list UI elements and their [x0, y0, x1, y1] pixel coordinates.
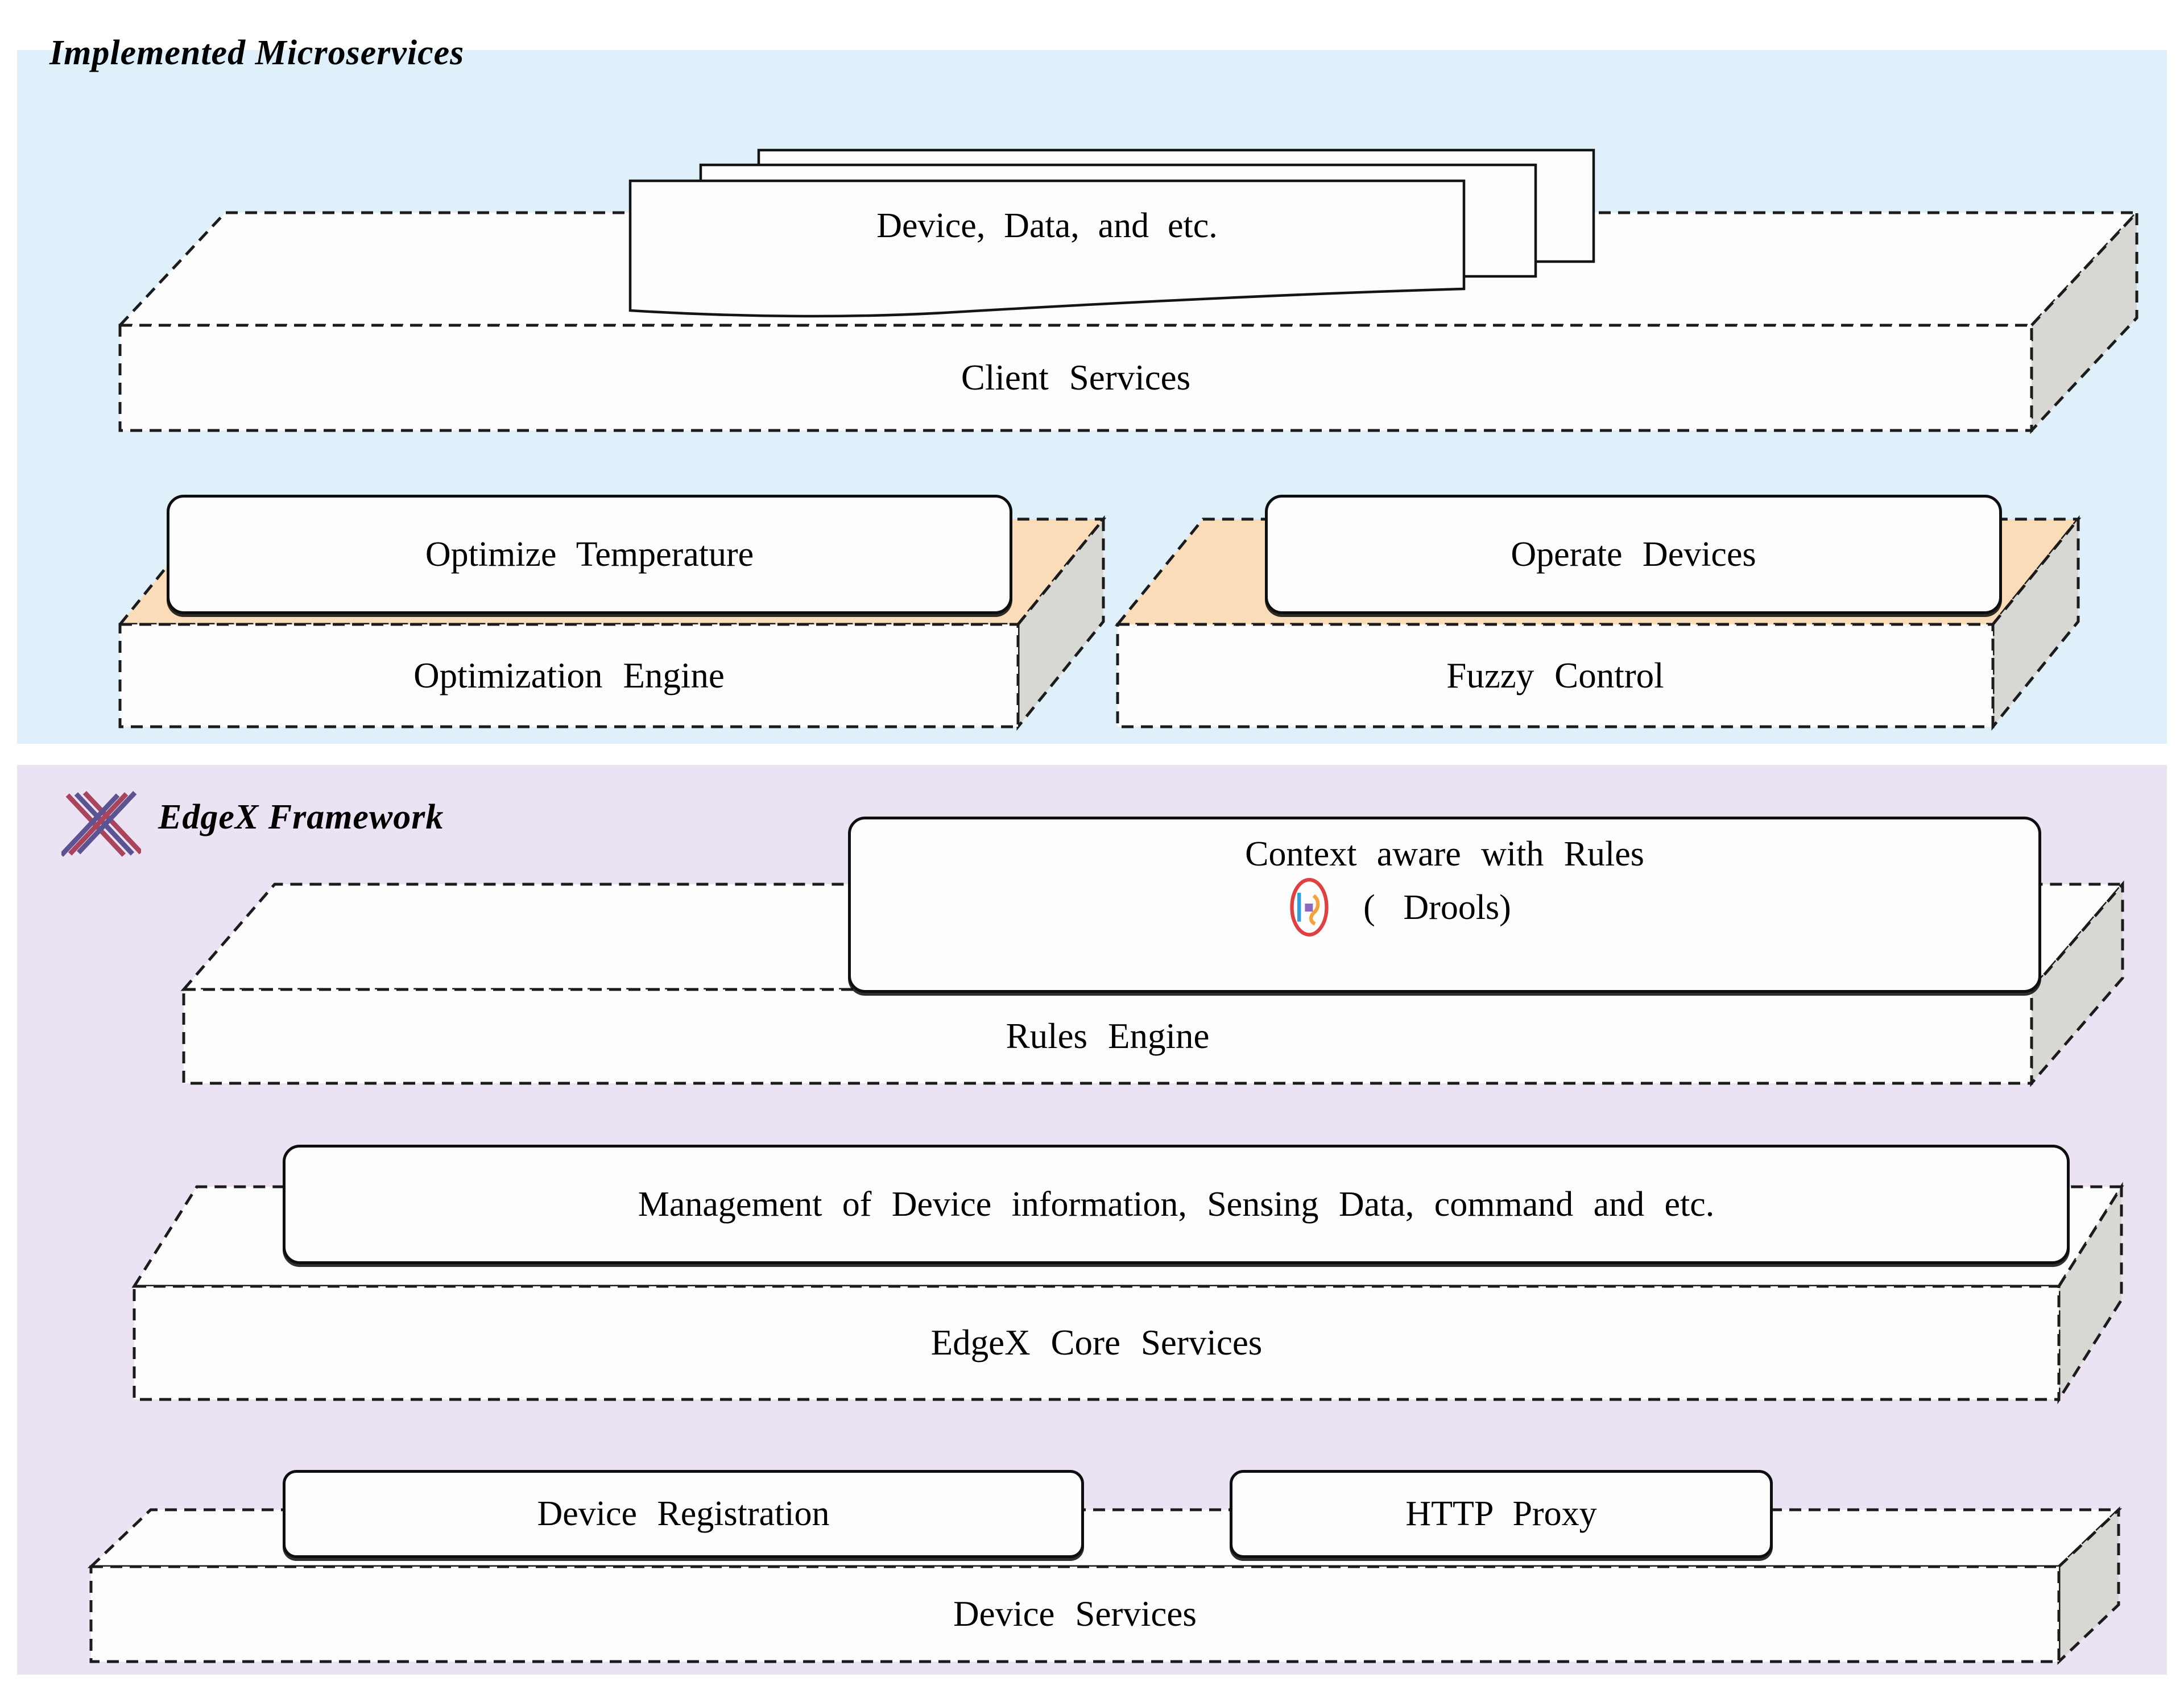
drools-caption: ( Drools)	[1363, 888, 1511, 927]
edgex-x-logo-icon	[61, 790, 141, 857]
rules-engine-front-face	[182, 988, 2033, 1085]
paper-sheet-front	[628, 179, 1466, 318]
optimization-engine-front-face	[118, 623, 1020, 728]
context-aware-rules-chip: Context aware with Rules ( Drools)	[848, 817, 2041, 993]
device-services-label: Device Services	[953, 1594, 1197, 1634]
fuzzy-control-label: Fuzzy Control	[1446, 655, 1664, 695]
optimize-temperature-chip: Optimize Temperature	[167, 495, 1012, 614]
http-proxy-chip: HTTP Proxy	[1230, 1470, 1773, 1558]
fuzzy-control-front-face	[1116, 623, 1995, 728]
optimization-engine-label: Optimization Engine	[413, 655, 725, 695]
context-aware-rules-line2: ( Drools)	[1287, 877, 1511, 938]
edgex-core-services-side-face	[2057, 1182, 2123, 1405]
device-registration-chip: Device Registration	[283, 1470, 1084, 1558]
edgex-panel-title: EdgeX Framework	[158, 798, 444, 836]
rules-engine-side-face	[2030, 880, 2124, 1087]
operate-devices-chip: Operate Devices	[1265, 495, 2002, 614]
microservices-panel-title: Implemented Microservices	[49, 34, 465, 72]
edgex-core-services-front-face	[133, 1285, 2061, 1401]
edgex-core-services-label: EdgeX Core Services	[930, 1323, 1263, 1362]
client-services-label: Client Services	[961, 358, 1191, 397]
paper-stack	[628, 148, 1595, 318]
context-aware-rules-line1: Context aware with Rules	[1245, 835, 1644, 873]
client-services-front-face	[118, 324, 2033, 432]
rules-engine-label: Rules Engine	[1006, 1016, 1210, 1056]
management-chip: Management of Device information, Sensin…	[283, 1145, 2070, 1264]
paper-stack-label: Device, Data, and etc.	[876, 206, 1218, 245]
drools-icon	[1290, 877, 1329, 937]
device-services-front-face	[89, 1565, 2061, 1663]
